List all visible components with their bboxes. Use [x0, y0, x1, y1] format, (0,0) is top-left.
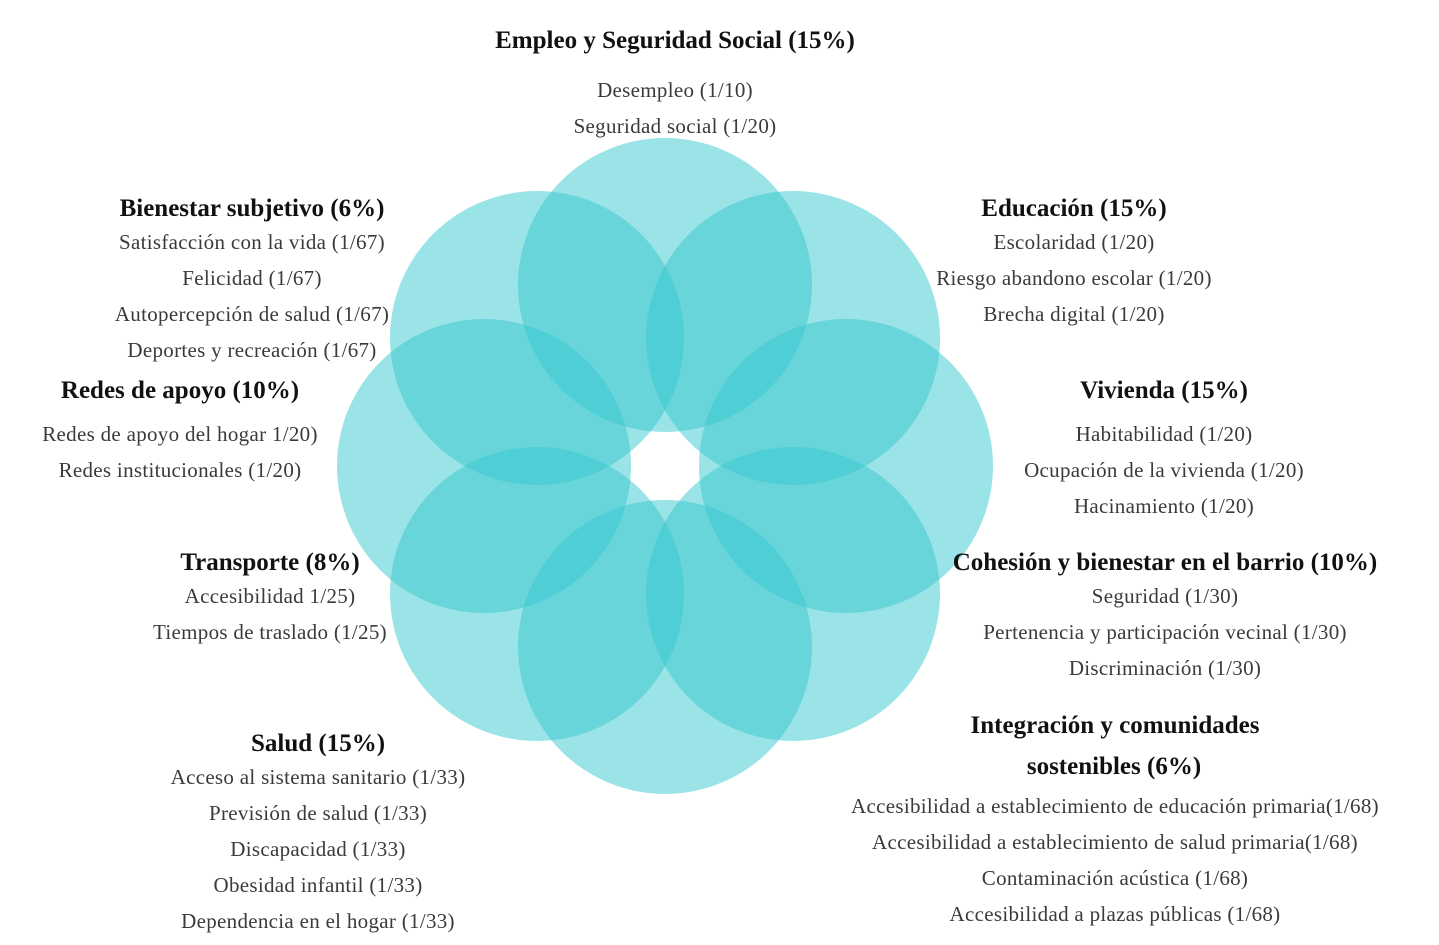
group-item: Habitabilidad (1/20) — [1075, 422, 1253, 446]
group-item: Desempleo (1/10) — [597, 78, 753, 102]
group-empleo: Empleo y Seguridad Social (15%) Desemple… — [475, 26, 875, 144]
group-item: Redes de apoyo del hogar 1/20) — [42, 422, 318, 446]
group-item: Accesibilidad a establecimiento de educa… — [851, 794, 1379, 818]
group-item: Tiempos de traslado (1/25) — [153, 620, 387, 644]
group-item: Deportes y recreación (1/67) — [127, 338, 377, 362]
group-bienestar: Bienestar subjetivo (6%) Satisfacción co… — [52, 194, 452, 368]
group-title: Cohesión y bienestar en el barrio (10%) — [952, 549, 1378, 576]
group-title: Vivienda (15%) — [1080, 377, 1248, 404]
group-title: Educación (15%) — [981, 195, 1167, 222]
group-title: Salud (15%) — [250, 730, 386, 757]
group-item: Brecha digital (1/20) — [983, 302, 1165, 326]
group-transporte: Transporte (8%) Accesibilidad 1/25) Tiem… — [120, 548, 420, 650]
group-integracion: Integración y comunidades sostenibles (6… — [790, 706, 1439, 932]
group-item: Accesibilidad 1/25) — [184, 584, 356, 608]
group-title: Redes de apoyo (10%) — [60, 377, 300, 404]
group-title: Empleo y Seguridad Social (15%) — [495, 27, 855, 54]
group-cohesion: Cohesión y bienestar en el barrio (10%) … — [935, 548, 1395, 686]
group-item: Satisfacción con la vida (1/67) — [119, 230, 385, 254]
group-title: Integración y comunidades — [970, 712, 1260, 739]
group-item: Autopercepción de salud (1/67) — [114, 302, 390, 326]
center-diamond — [653, 454, 677, 478]
petals-group — [337, 138, 993, 794]
group-item: Accesibilidad a establecimiento de salud… — [872, 830, 1358, 854]
group-item: Discapacidad (1/33) — [230, 837, 406, 861]
group-item: Contaminación acústica (1/68) — [981, 866, 1249, 890]
group-item: Pertenencia y participación vecinal (1/3… — [983, 620, 1347, 644]
group-salud: Salud (15%) Acceso al sistema sanitario … — [118, 729, 518, 939]
group-item: Accesibilidad a plazas públicas (1/68) — [949, 902, 1281, 926]
group-title-line2: sostenibles (6%) — [1026, 753, 1202, 780]
group-item: Riesgo abandono escolar (1/20) — [936, 266, 1212, 290]
group-vivienda: Vivienda (15%) Habitabilidad (1/20) Ocup… — [1014, 376, 1314, 524]
group-item: Seguridad (1/30) — [1091, 584, 1239, 608]
group-educacion: Educación (15%) Escolaridad (1/20) Riesg… — [874, 194, 1274, 332]
petal-circle — [390, 191, 684, 485]
group-title: Transporte (8%) — [180, 549, 360, 576]
group-item: Felicidad (1/67) — [182, 266, 322, 290]
group-item: Obesidad infantil (1/33) — [213, 873, 423, 897]
group-redes: Redes de apoyo (10%) Redes de apoyo del … — [0, 376, 360, 488]
group-item: Acceso al sistema sanitario (1/33) — [170, 765, 466, 789]
group-item: Seguridad social (1/20) — [573, 114, 777, 138]
group-item: Discriminación (1/30) — [1068, 656, 1262, 680]
group-item: Dependencia en el hogar (1/33) — [181, 909, 455, 933]
group-item: Escolaridad (1/20) — [993, 230, 1155, 254]
group-item: Hacinamiento (1/20) — [1073, 494, 1255, 518]
group-item: Redes institucionales (1/20) — [58, 458, 302, 482]
group-item: Previsión de salud (1/33) — [208, 801, 428, 825]
group-item: Ocupación de la vivienda (1/20) — [1024, 458, 1304, 482]
group-title: Bienestar subjetivo (6%) — [119, 195, 385, 222]
